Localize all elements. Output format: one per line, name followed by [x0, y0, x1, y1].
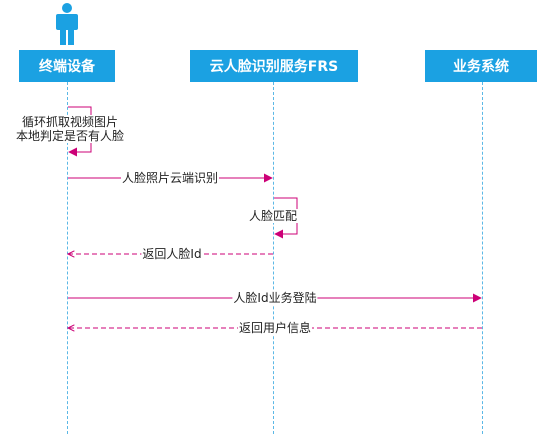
message-face-match-label: 人脸匹配 [247, 209, 299, 223]
message-return-face-id-label: 返回人脸Id [141, 247, 203, 261]
participant-frs: 云人脸识别服务FRS [190, 50, 358, 82]
message-face-id-login-label: 人脸Id业务登陆 [232, 291, 318, 305]
participant-biz: 业务系统 [425, 50, 537, 82]
message-cloud-recognition-label: 人脸照片云端识别 [120, 171, 220, 185]
message-return-user-info-label: 返回用户信息 [237, 321, 313, 335]
lifeline-frs [273, 82, 274, 434]
self-message-device-line1: 循环抓取视频图片 [21, 115, 118, 129]
user-icon [56, 3, 78, 45]
self-message-device-label: 循环抓取视频图片 本地判定是否有人脸 [8, 115, 132, 143]
self-message-device-line2: 本地判定是否有人脸 [15, 129, 124, 143]
lifeline-device [67, 82, 68, 434]
lifeline-biz [482, 82, 483, 434]
participant-device: 终端设备 [19, 50, 115, 82]
